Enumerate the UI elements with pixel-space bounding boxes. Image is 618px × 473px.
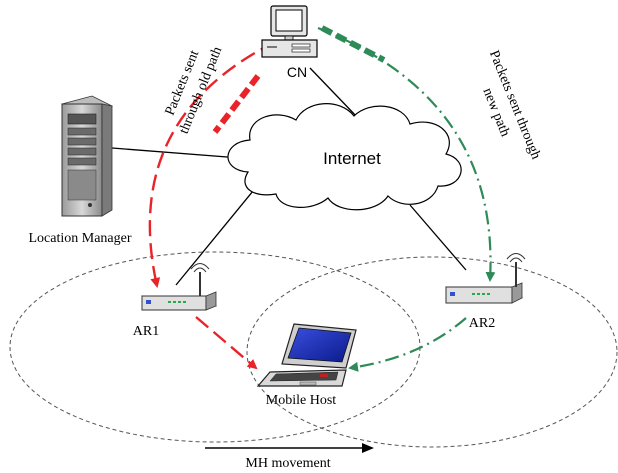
link-ar1-internet [175,179,263,286]
new-path-arrow-ar2-to-mobile-host [348,317,467,372]
old-path-thick-segment [212,74,261,134]
ar1-label: AR1 [133,324,159,339]
wireless-router-icon [141,263,217,311]
old-path-arrow-ar1-to-mobile-host [195,316,258,370]
ar2-coverage-area [246,256,618,448]
ar1-coverage-area [9,251,421,443]
desktop-computer-icon [261,5,318,58]
cloud-icon [227,103,462,211]
mobile-host-label: Mobile Host [266,393,337,408]
cn-label: CN [287,64,307,80]
wireless-router-icon [445,253,526,304]
new-path-arrow-cn-to-ar2 [317,26,496,282]
link-locationmanager-internet [111,147,241,159]
mh-movement-label: MH movement [245,456,330,471]
old-path-arrow-cn-to-ar1 [148,40,276,288]
location-manager-label: Location Manager [28,231,131,246]
server-tower-icon [60,95,114,217]
internet-label: Internet [323,149,381,168]
ar2-label: AR2 [469,316,495,331]
link-ar2-internet [409,204,467,271]
laptop-icon [256,323,357,387]
link-cn-internet [309,67,359,119]
new-path-thick-segment [320,25,386,63]
